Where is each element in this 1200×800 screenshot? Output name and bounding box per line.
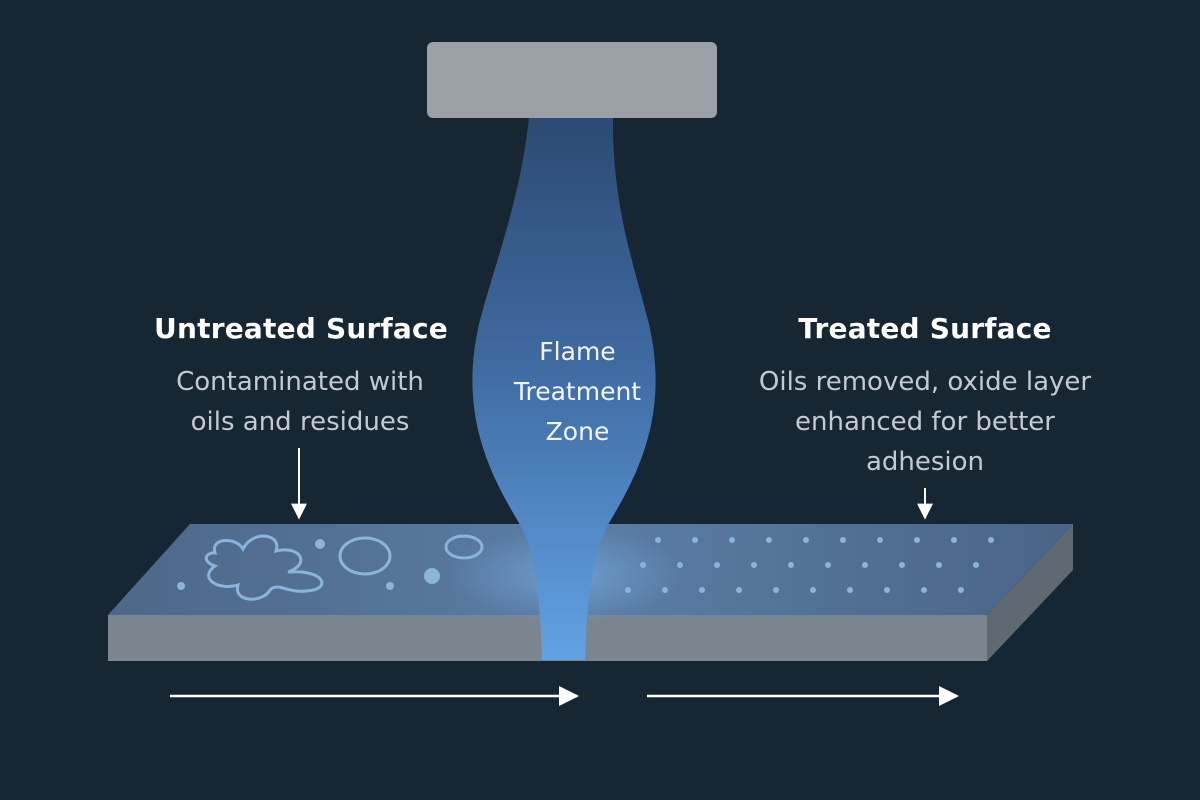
oil-ring [338, 536, 392, 576]
untreated-description-line: Contaminated with [176, 367, 424, 397]
residue-dot [386, 582, 394, 590]
flame-zone-line: Zone [545, 417, 610, 446]
substrate-side-face [987, 524, 1073, 661]
oxide-dot [773, 587, 779, 593]
residue-dot [315, 539, 325, 549]
oxide-dot [714, 562, 720, 568]
oxide-dot [847, 587, 853, 593]
oxide-dot [936, 562, 942, 568]
oxide-dot [951, 537, 957, 543]
oxide-dots [625, 537, 994, 593]
treated-description-line: enhanced for better [794, 407, 1055, 437]
residue-dots [177, 539, 440, 590]
oxide-dot [655, 537, 661, 543]
oxide-dot [877, 537, 883, 543]
oxide-dot [729, 537, 735, 543]
oxide-dot [988, 537, 994, 543]
oil-blob-large [204, 534, 324, 601]
oxide-dot [973, 562, 979, 568]
burner-nozzle-icon [427, 42, 717, 118]
oxide-dot [640, 562, 646, 568]
residue-dot [177, 582, 185, 590]
oxide-dot [736, 587, 742, 593]
oxide-dot [803, 537, 809, 543]
oxide-dot [825, 562, 831, 568]
treated-surface-title: Treated Surface [798, 312, 1052, 345]
flame-zone-line: Flame [539, 337, 616, 366]
untreated-surface-description: Contaminated with oils and residues [140, 362, 460, 442]
oxide-dot [921, 587, 927, 593]
oxide-dot [625, 587, 631, 593]
oxide-dot [958, 587, 964, 593]
untreated-description-line: oils and residues [190, 407, 410, 437]
flame-zone-line: Treatment [513, 377, 642, 406]
oxide-dot [899, 562, 905, 568]
treated-surface-description: Oils removed, oxide layer enhanced for b… [725, 362, 1125, 482]
oxide-dot [699, 587, 705, 593]
treated-description-line: Oils removed, oxide layer [758, 367, 1092, 397]
flame-treatment-zone-label: Flame Treatment Zone [490, 332, 665, 452]
oxide-dot [662, 587, 668, 593]
flame-shape [472, 118, 656, 660]
contaminants [204, 534, 484, 601]
residue-dot [424, 568, 440, 584]
oxide-dot [751, 562, 757, 568]
untreated-surface-title: Untreated Surface [154, 312, 448, 345]
oxide-dot [862, 562, 868, 568]
treated-description-line: adhesion [865, 447, 985, 477]
oxide-dot [884, 587, 890, 593]
oxide-dot [788, 562, 794, 568]
oxide-dot [914, 537, 920, 543]
oxide-dot [692, 537, 698, 543]
oxide-dot [840, 537, 846, 543]
oil-ring-small [444, 534, 484, 560]
oxide-dot [810, 587, 816, 593]
oxide-dot [677, 562, 683, 568]
oxide-dot [766, 537, 772, 543]
